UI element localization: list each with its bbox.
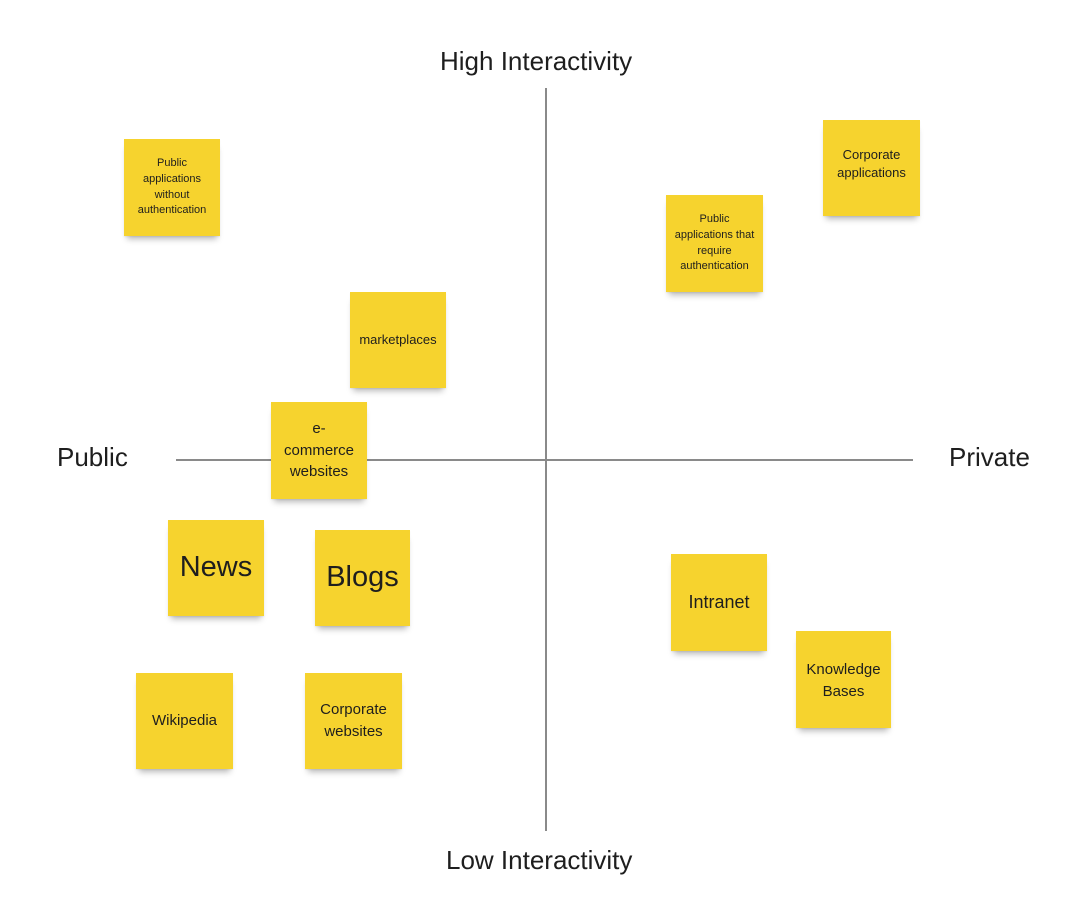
sticky-note-text: Public applications without authenticati… <box>137 156 207 217</box>
sticky-note-text: Wikipedia <box>151 712 218 730</box>
axis-label-high-interactivity: High Interactivity <box>440 46 633 76</box>
sticky-note-text: Intranet <box>688 591 750 612</box>
horizontal-axis-line <box>176 459 913 461</box>
axis-label-low-interactivity: Low Interactivity <box>446 845 633 875</box>
sticky-note-text: Public applications that require authent… <box>674 212 755 273</box>
sticky-note-text: Corporate applications <box>837 147 906 181</box>
axis-label-private: Private <box>949 442 1030 472</box>
sticky-note-text: News <box>179 551 253 583</box>
sticky-note-corporate-websites[interactable]: Corporate websites <box>305 673 402 769</box>
sticky-note-text: Knowledge Bases <box>806 661 881 700</box>
sticky-note-intranet[interactable]: Intranet <box>671 554 767 651</box>
sticky-note-public-apps-auth[interactable]: Public applications that require authent… <box>666 195 763 292</box>
sticky-note-text: Corporate websites <box>320 701 387 740</box>
sticky-note-corporate-applications[interactable]: Corporate applications <box>823 120 920 216</box>
sticky-note-text: Blogs <box>326 561 399 593</box>
sticky-note-wikipedia[interactable]: Wikipedia <box>136 673 233 769</box>
sticky-note-ecommerce[interactable]: e-commerce websites <box>271 402 367 499</box>
axis-label-public: Public <box>57 442 128 472</box>
sticky-note-text: marketplaces <box>359 331 437 347</box>
sticky-note-knowledge-bases[interactable]: Knowledge Bases <box>796 631 891 728</box>
sticky-note-news[interactable]: News <box>168 520 264 616</box>
sticky-note-marketplaces[interactable]: marketplaces <box>350 292 446 388</box>
sticky-note-text: e-commerce websites <box>283 419 354 481</box>
sticky-note-blogs[interactable]: Blogs <box>315 530 410 626</box>
sticky-note-public-apps-no-auth[interactable]: Public applications without authenticati… <box>124 139 220 236</box>
